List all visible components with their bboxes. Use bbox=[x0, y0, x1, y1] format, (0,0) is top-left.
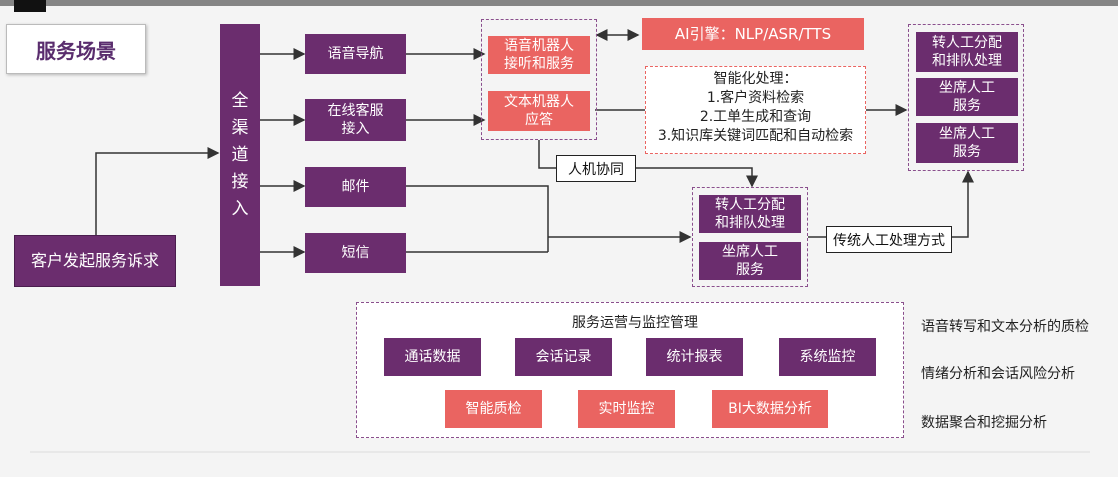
ai-engine-box: AI引擎：NLP/ASR/TTS bbox=[642, 18, 864, 50]
text-robot-box: 文本机器人 应答 bbox=[488, 91, 590, 131]
right-agent-box-1: 坐席人工 服务 bbox=[916, 78, 1018, 116]
traditional-box: 传统人工处理方式 bbox=[826, 226, 952, 253]
voice-robot-label: 语音机器人 接听和服务 bbox=[504, 38, 574, 72]
smart-processing-item-1: 1.客户资料检索 bbox=[706, 90, 805, 106]
side-note-2: 情绪分析和会话风险分析 bbox=[921, 366, 1075, 382]
ops-realtime-monitor-label: 实时监控 bbox=[598, 401, 655, 417]
side-note-3: 数据聚合和挖掘分析 bbox=[921, 415, 1047, 431]
channel-online-service-label: 在线客服 接入 bbox=[327, 103, 384, 137]
voice-robot-box: 语音机器人 接听和服务 bbox=[488, 36, 590, 74]
line-customer-omni bbox=[95, 147, 220, 235]
ops-call-data-label: 通话数据 bbox=[404, 349, 461, 365]
ops-title: 服务运营与监控管理 bbox=[572, 315, 698, 331]
text-robot-label: 文本机器人 应答 bbox=[504, 94, 574, 128]
page-title-text: 服务场景 bbox=[36, 38, 116, 63]
customer-request-label: 客户发起服务诉求 bbox=[30, 251, 159, 270]
ai-engine-label: AI引擎：NLP/ASR/TTS bbox=[674, 25, 832, 43]
channel-sms-label: 短信 bbox=[341, 245, 370, 261]
side-note-1: 语音转写和文本分析的质检 bbox=[921, 319, 1089, 335]
middle-group bbox=[692, 187, 808, 287]
line-traditional-right bbox=[952, 170, 974, 238]
right-transfer-label: 转人工分配 和排队处理 bbox=[932, 35, 1002, 69]
middle-transfer-box: 转人工分配 和排队处理 bbox=[699, 195, 801, 233]
ops-bi-analysis-label: BI大数据分析 bbox=[728, 401, 812, 417]
middle-transfer-label: 转人工分配 和排队处理 bbox=[715, 197, 785, 231]
ops-call-data: 通话数据 bbox=[384, 338, 481, 376]
right-transfer-box: 转人工分配 和排队处理 bbox=[916, 32, 1018, 72]
ops-smart-qc: 智能质检 bbox=[445, 390, 542, 428]
ops-bi-analysis: BI大数据分析 bbox=[712, 390, 828, 428]
right-group bbox=[908, 24, 1024, 171]
channel-email-label: 邮件 bbox=[341, 179, 370, 195]
smart-processing-title: 智能化处理： bbox=[713, 71, 798, 87]
right-agent-label-2: 坐席人工 服务 bbox=[939, 126, 995, 160]
ops-smart-qc-label: 智能质检 bbox=[465, 401, 522, 417]
human-collab-label: 人机协同 bbox=[568, 161, 624, 178]
middle-agent-box: 坐席人工 服务 bbox=[699, 242, 801, 280]
right-agent-label-1: 坐席人工 服务 bbox=[939, 80, 995, 114]
omni-channel-label: 全 渠 道 接 入 bbox=[231, 90, 249, 219]
line-mail-merge bbox=[406, 185, 549, 252]
line-collab-middle bbox=[636, 167, 758, 188]
corner-mark bbox=[14, 0, 46, 12]
human-collab-box: 人机协同 bbox=[556, 155, 636, 182]
robot-group bbox=[481, 19, 597, 140]
ops-session-record-label: 会话记录 bbox=[535, 349, 592, 365]
top-strip bbox=[0, 0, 1118, 6]
ops-system-monitor-label: 系统监控 bbox=[799, 349, 856, 365]
smart-processing-item-3: 3.知识库关键词匹配和自动检索 bbox=[657, 128, 854, 144]
middle-agent-label: 坐席人工 服务 bbox=[722, 244, 778, 278]
line-robot-collab bbox=[538, 140, 556, 169]
ops-realtime-monitor: 实时监控 bbox=[578, 390, 675, 428]
channel-voice-nav: 语音导航 bbox=[305, 34, 406, 74]
ops-system-monitor: 系统监控 bbox=[779, 338, 876, 376]
smart-processing-item-2: 2.工单生成和查询 bbox=[699, 109, 812, 125]
traditional-label: 传统人工处理方式 bbox=[833, 232, 945, 249]
ops-statistics: 统计报表 bbox=[646, 338, 743, 376]
ops-statistics-label: 统计报表 bbox=[666, 349, 723, 365]
page-title: 服务场景 bbox=[6, 24, 146, 74]
channel-online-service: 在线客服 接入 bbox=[305, 99, 406, 141]
smart-processing-box: 智能化处理： 1.客户资料检索 2.工单生成和查询 3.知识库关键词匹配和自动检… bbox=[645, 66, 866, 154]
channel-voice-nav-label: 语音导航 bbox=[327, 46, 384, 62]
channel-email: 邮件 bbox=[305, 167, 406, 207]
customer-request-box: 客户发起服务诉求 bbox=[14, 235, 176, 287]
omni-channel-box: 全 渠 道 接 入 bbox=[220, 24, 260, 286]
ops-session-record: 会话记录 bbox=[515, 338, 612, 376]
channel-sms: 短信 bbox=[305, 233, 406, 273]
right-agent-box-2: 坐席人工 服务 bbox=[916, 123, 1018, 163]
